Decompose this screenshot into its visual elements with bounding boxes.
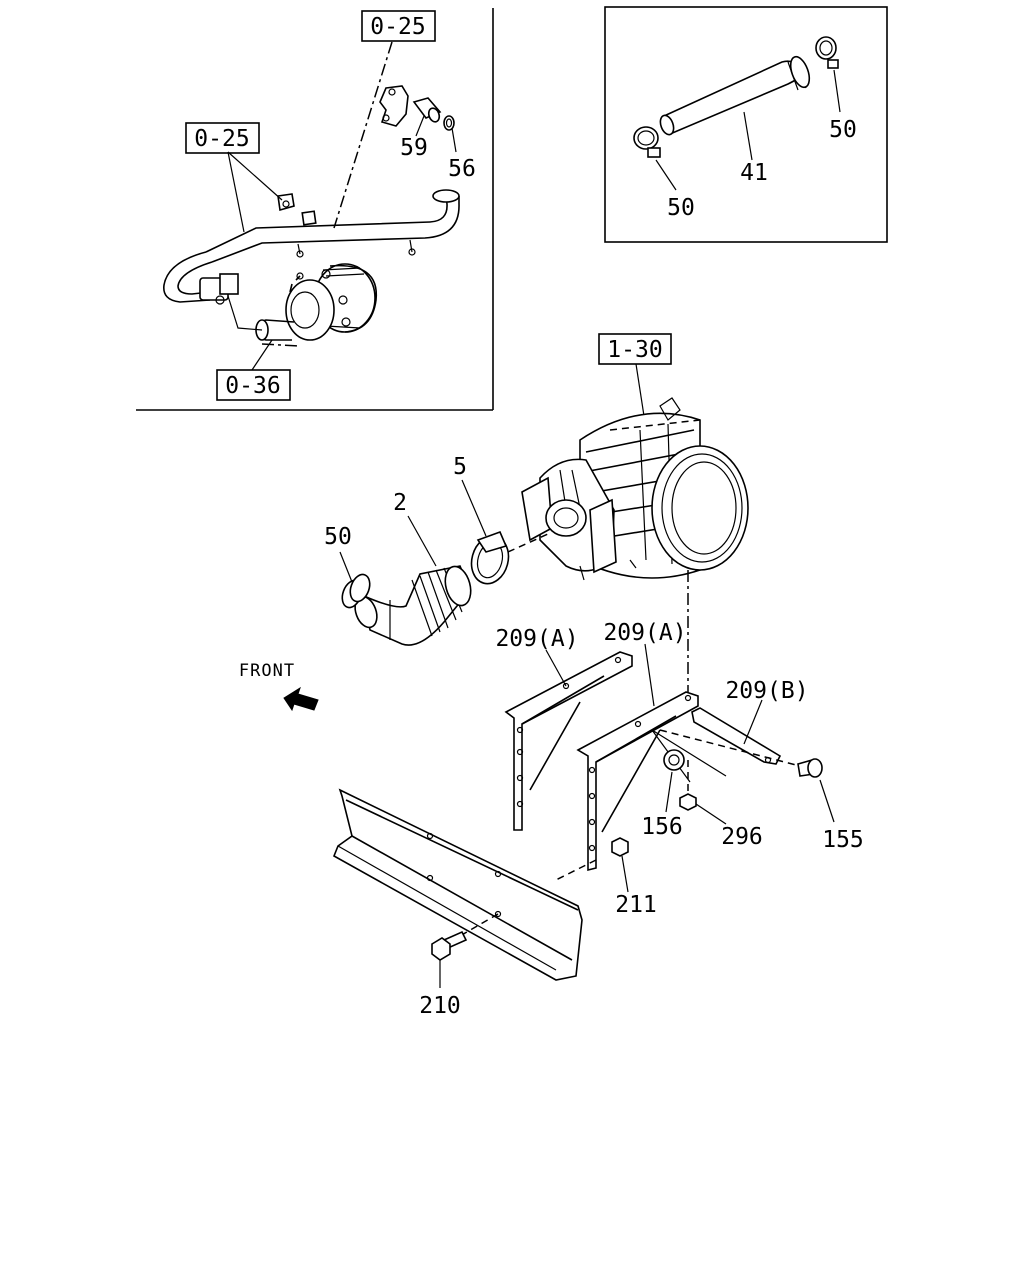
ref-label-0-36: 0-36 <box>225 373 280 399</box>
water-pump-icon <box>255 263 378 341</box>
part-label-50-inset-left: 50 <box>667 195 695 221</box>
part-label-2: 2 <box>393 490 407 516</box>
front-direction-label: FRONT <box>239 661 295 681</box>
bracket-209b-icon <box>691 707 782 765</box>
ref-label-0-25-top: 0-25 <box>370 14 425 40</box>
front-arrow-icon <box>283 686 319 712</box>
bracket-209a-left-icon <box>504 651 633 831</box>
part-label-50-inset-right: 50 <box>829 117 857 143</box>
part-label-155: 155 <box>822 827 864 853</box>
part-label-50-main: 50 <box>324 524 352 550</box>
ref-label-1-30: 1-30 <box>607 337 662 363</box>
part-label-41: 41 <box>740 160 768 186</box>
ref-box-0-25-top <box>361 10 436 42</box>
ref-label-0-25-left: 0-25 <box>194 126 249 152</box>
part-label-210: 210 <box>419 993 461 1019</box>
frame-rail-icon <box>332 788 583 981</box>
part-label-296: 296 <box>721 824 763 850</box>
intake-hose-icon <box>354 565 472 646</box>
air-cleaner-icon <box>521 397 749 581</box>
part-label-156: 156 <box>641 814 683 840</box>
ref-box-0-36 <box>216 369 291 401</box>
part-label-209a-right: 209(A) <box>603 620 686 646</box>
bracket-209a-right-icon <box>576 691 699 872</box>
part-label-209a-left: 209(A) <box>495 626 578 652</box>
part-label-209b: 209(B) <box>725 678 808 704</box>
part-label-211: 211 <box>615 892 657 918</box>
main-assembly: 1-30 5 <box>239 333 864 1019</box>
ref-box-0-25-left <box>185 122 260 154</box>
inset-top-right: 41 50 50 <box>604 6 888 243</box>
ref-box-1-30 <box>598 333 672 365</box>
inset-top-left: 0-25 0-25 0-36 59 56 <box>136 8 494 411</box>
part-label-56: 56 <box>448 156 476 182</box>
part-label-5: 5 <box>453 454 467 480</box>
part-label-59: 59 <box>400 135 428 161</box>
